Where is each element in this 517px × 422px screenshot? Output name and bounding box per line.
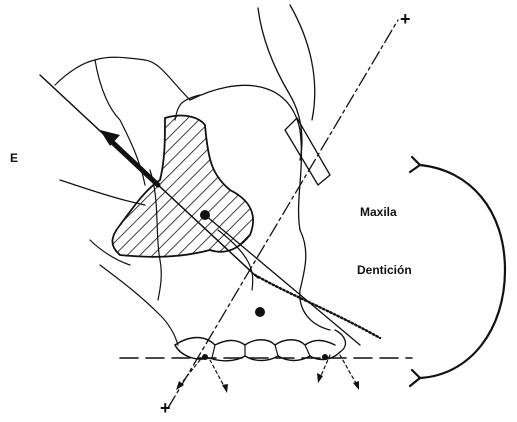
axis-end-plus-bottom: + bbox=[160, 398, 171, 418]
rotation-arc bbox=[410, 157, 505, 386]
axis-end-plus-top: + bbox=[400, 9, 411, 29]
maxilla-to-dentition-line bbox=[205, 215, 360, 345]
left-marker-label: E bbox=[10, 151, 18, 165]
maxilla-center-dot bbox=[200, 210, 210, 220]
maxila-label: Maxila bbox=[360, 205, 397, 219]
denticion-label: Dentición bbox=[357, 263, 412, 277]
teeth-row bbox=[175, 330, 345, 361]
hatched-maxilla-region bbox=[112, 116, 253, 257]
dentition-center-dot bbox=[255, 307, 265, 317]
